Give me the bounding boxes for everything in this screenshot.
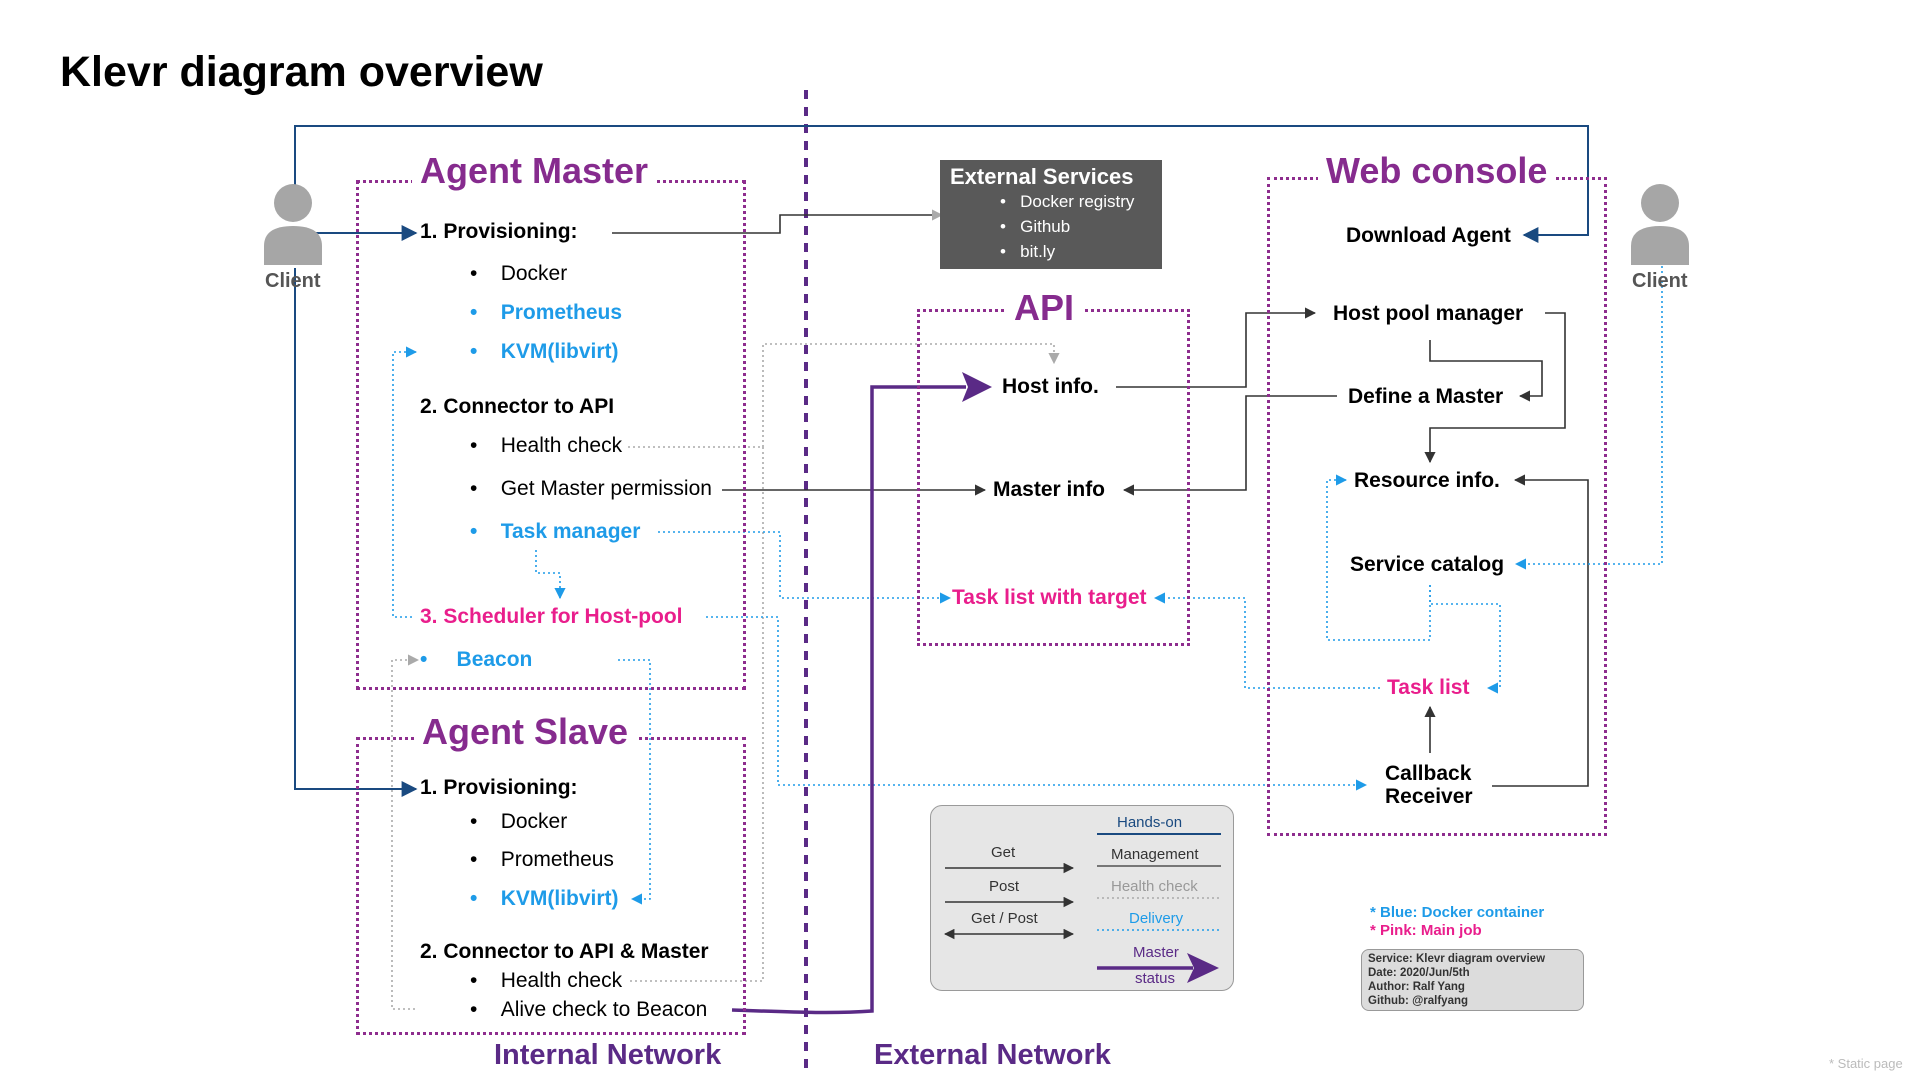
master-health-line <box>628 343 1060 448</box>
web-resource-info: Resource info. <box>1354 469 1500 492</box>
master-prov-item-prometheus: • Prometheus <box>470 301 623 324</box>
task-manager-to-tasklist-line <box>658 531 952 604</box>
legend-box: Get Post Get / Post Hands-on Management … <box>930 805 1234 991</box>
legend-delivery-label: Delivery <box>1129 910 1184 927</box>
callback-to-resource-line <box>1492 474 1589 787</box>
master-scheduler-heading: 3. Scheduler for Host-pool <box>420 605 683 628</box>
web-console-title: Web console <box>1318 150 1556 192</box>
external-service-github: • Github <box>1000 217 1071 236</box>
web-host-pool-manager: Host pool manager <box>1333 302 1524 325</box>
legend-getpost-label: Get / Post <box>971 910 1038 927</box>
api-master-info: Master info <box>993 478 1106 501</box>
master-prov-item-docker: • Docker <box>470 262 568 285</box>
web-callback-line-1: Callback <box>1385 762 1472 785</box>
alive-to-beacon-line <box>391 654 420 1010</box>
web-service-catalog: Service catalog <box>1350 553 1505 576</box>
master-conn-item-health: • Health check <box>470 434 623 457</box>
master-provisioning-heading: 1. Provisioning: <box>420 220 578 243</box>
external-network-label: External Network <box>874 1039 1111 1071</box>
external-service-docker-registry: • Docker registry <box>1000 192 1135 211</box>
master-conn-item-permission: • Get Master permission <box>470 477 712 500</box>
service-info-service: Service: Klevr diagram overview <box>1368 953 1546 965</box>
provision-to-external-line <box>612 209 944 234</box>
api-host-info: Host info. <box>1002 375 1099 398</box>
legend-post-label: Post <box>989 878 1020 895</box>
master-status-line <box>731 385 966 1015</box>
hands-on-download-line <box>294 125 1589 243</box>
web-console-box <box>1267 177 1607 836</box>
slave-conn-item-health: • Health check <box>470 969 623 992</box>
legend-status-label: status <box>1135 970 1176 987</box>
api-title: API <box>1006 287 1083 329</box>
pool-to-define-line <box>1429 340 1543 402</box>
static-page-footer: * Static page <box>1829 1056 1903 1071</box>
web-callback-line-2: Receiver <box>1385 785 1473 808</box>
master-beacon-item: • Beacon <box>420 648 533 671</box>
tasklist-to-resource-line <box>1326 474 1431 641</box>
client-left-label: Client <box>265 270 321 292</box>
client-right-label: Client <box>1632 270 1688 292</box>
slave-prov-item-kvm: • KVM(libvirt) <box>470 887 619 910</box>
legend-lines <box>943 833 1221 983</box>
scheduler-to-kvm-line <box>392 346 418 618</box>
service-info-author: Author: Ralf Yang <box>1368 981 1465 993</box>
legend-master-status-arrowhead <box>1187 953 1219 983</box>
client-to-catalog-line <box>1514 266 1663 570</box>
service-info-github: Github: @ralfyang <box>1368 995 1469 1007</box>
slave-prov-item-prometheus: • Prometheus <box>470 848 614 871</box>
legend-handson-label: Hands-on <box>1117 814 1183 831</box>
service-info-date: Date: 2020/Jun/5th <box>1368 967 1470 979</box>
master-status-arrowhead <box>962 372 992 402</box>
slave-provisioning-heading: 1. Provisioning: <box>420 776 578 799</box>
legend-master-label: Master <box>1133 944 1179 961</box>
legend-health-label: Health check <box>1111 878 1198 895</box>
legend-management-label: Management <box>1111 846 1199 863</box>
service-info-box: Service: Klevr diagram overview Date: 20… <box>1361 949 1584 1011</box>
note-blue: * Blue: Docker container <box>1370 904 1545 921</box>
note-pink: * Pink: Main job <box>1370 922 1482 939</box>
tasklist-to-api-tasklist-line <box>1153 592 1380 689</box>
pool-to-resource-line <box>1424 312 1566 464</box>
legend-get-label: Get <box>991 844 1016 861</box>
external-services-box: External Services • Docker registry • Gi… <box>940 160 1162 269</box>
host-info-to-pool-line <box>1116 307 1317 388</box>
slave-prov-item-docker: • Docker <box>470 810 568 833</box>
master-connector-heading: 2. Connector to API <box>420 395 615 418</box>
agent-master-title: Agent Master <box>412 150 657 192</box>
slave-conn-item-alive: • Alive check to Beacon <box>470 998 708 1021</box>
page-title: Klevr diagram overview <box>60 48 543 96</box>
api-task-list-with-target: Task list with target <box>952 586 1147 609</box>
slave-connector-heading: 2. Connector to API & Master <box>420 940 709 963</box>
scheduler-to-callback-line <box>706 616 1368 791</box>
web-task-list: Task list <box>1387 676 1470 699</box>
web-download-agent: Download Agent <box>1346 224 1511 247</box>
web-define-master: Define a Master <box>1348 385 1504 408</box>
task-manager-to-scheduler-line <box>535 550 566 600</box>
master-prov-item-kvm: • KVM(libvirt) <box>470 340 619 363</box>
catalog-to-tasklist-line <box>1429 585 1501 694</box>
internal-network-label: Internal Network <box>494 1039 722 1071</box>
hands-on-slave-line <box>294 268 418 797</box>
agent-slave-title: Agent Slave <box>414 711 637 753</box>
define-master-to-master-info-line <box>1122 395 1337 496</box>
external-service-bitly: • bit.ly <box>1000 242 1056 261</box>
master-conn-item-task-manager: • Task manager <box>470 520 641 543</box>
external-services-title: External Services <box>950 164 1134 189</box>
beacon-to-kvm-line <box>618 659 651 905</box>
